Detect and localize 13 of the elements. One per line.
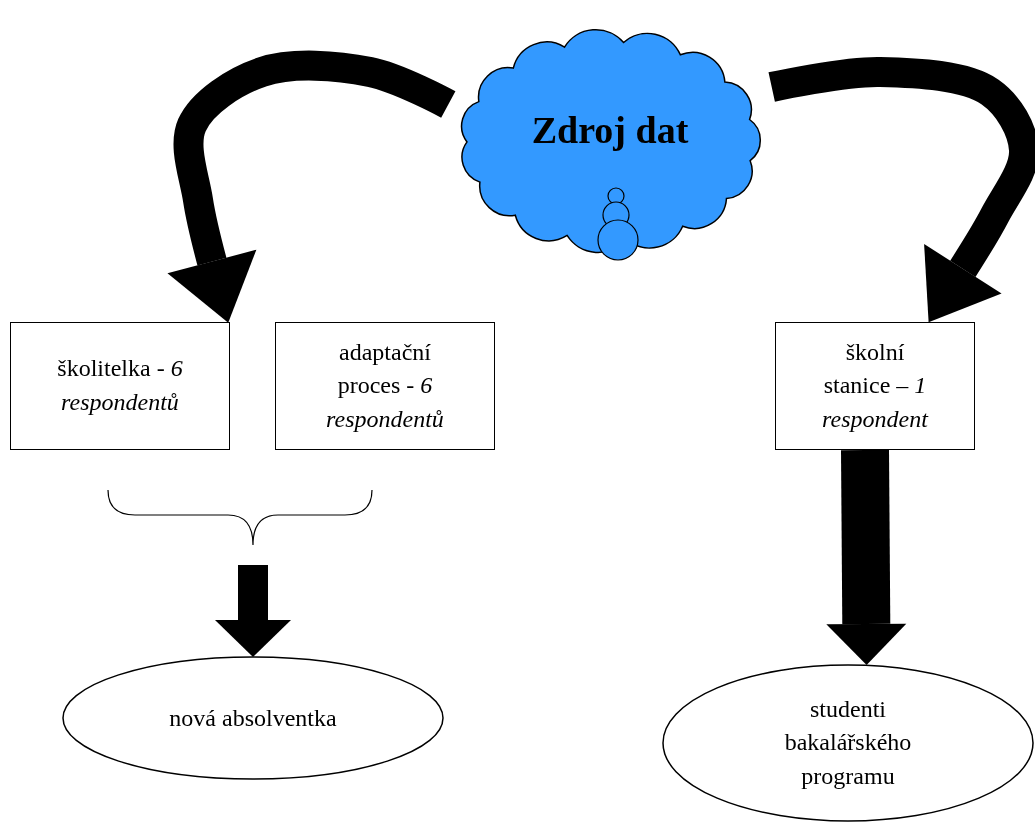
cloud-title: Zdroj dat bbox=[531, 108, 689, 154]
block-arrow bbox=[215, 565, 291, 657]
node-text: školní stanice – 1 respondent bbox=[821, 337, 930, 434]
node-text: nová absolventka bbox=[169, 704, 337, 733]
node-text: studenti bakalářského programu bbox=[783, 694, 913, 791]
block-arrow bbox=[826, 449, 907, 666]
curved-arrow bbox=[167, 50, 456, 323]
node-text: školitelka - 6 respondentů bbox=[56, 354, 184, 417]
process-box bbox=[275, 322, 495, 450]
process-box bbox=[775, 322, 975, 450]
process-box bbox=[10, 322, 230, 450]
curved-arrow bbox=[768, 57, 1035, 323]
node-text: adaptační proces - 6 respondentů bbox=[325, 337, 445, 434]
